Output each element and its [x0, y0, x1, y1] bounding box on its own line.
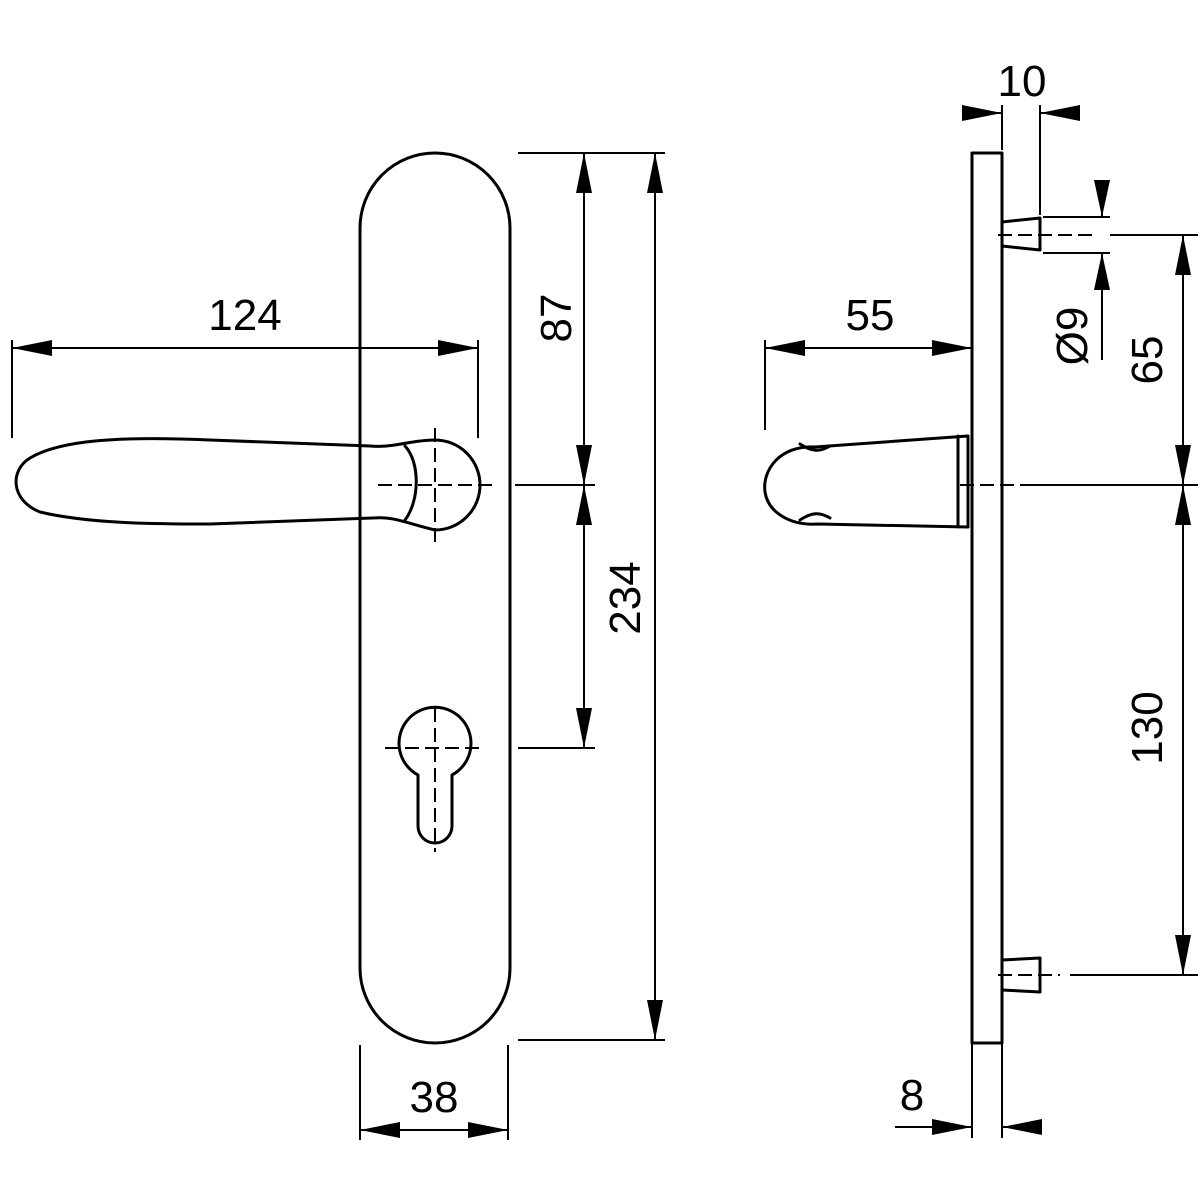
- lever-side-hinge-top: [798, 442, 832, 452]
- lever-neck: [403, 444, 418, 522]
- lever-side-profile: [763, 434, 970, 529]
- cylinder-keyhole: [397, 705, 473, 845]
- side-view: 55 10 Ø9 65: [763, 57, 1198, 1138]
- plate-section: [970, 151, 1004, 1045]
- dimension-plate-thickness: 8: [895, 1043, 1042, 1138]
- dimension-label-55: 55: [846, 291, 895, 340]
- dimension-label-130: 130: [1123, 691, 1172, 764]
- backplate-outline: [358, 151, 512, 1045]
- dimension-label-124: 124: [208, 291, 281, 340]
- lever-side-hinge-bottom: [798, 512, 832, 522]
- dimension-upper-pin-distance: 65: [1020, 234, 1198, 486]
- dimension-label-65: 65: [1123, 336, 1172, 385]
- dimension-label-diameter-9: Ø9: [1048, 307, 1097, 366]
- dimension-label-10: 10: [998, 57, 1047, 106]
- dimension-label-8: 8: [900, 1071, 924, 1120]
- dimension-label-87: 87: [532, 294, 581, 343]
- dimension-plate-width: 38: [359, 1045, 509, 1140]
- dimension-total-height: 234: [518, 153, 665, 1041]
- dimension-pin-diameter: Ø9: [1048, 180, 1110, 365]
- dimension-label-234: 234: [601, 561, 650, 634]
- dimension-label-38: 38: [410, 1073, 459, 1122]
- dimension-lower-height: [518, 485, 595, 749]
- dimension-lever-depth: 55: [764, 291, 972, 430]
- dimension-upper-height: 87: [515, 152, 665, 486]
- front-view: 124 87 234: [11, 151, 665, 1140]
- dimension-lower-pin-distance: 130: [1070, 485, 1198, 976]
- dimension-lever-projection: 124: [11, 291, 479, 438]
- lever-handle: [14, 437, 437, 532]
- dimension-pin-length: 10: [962, 57, 1080, 215]
